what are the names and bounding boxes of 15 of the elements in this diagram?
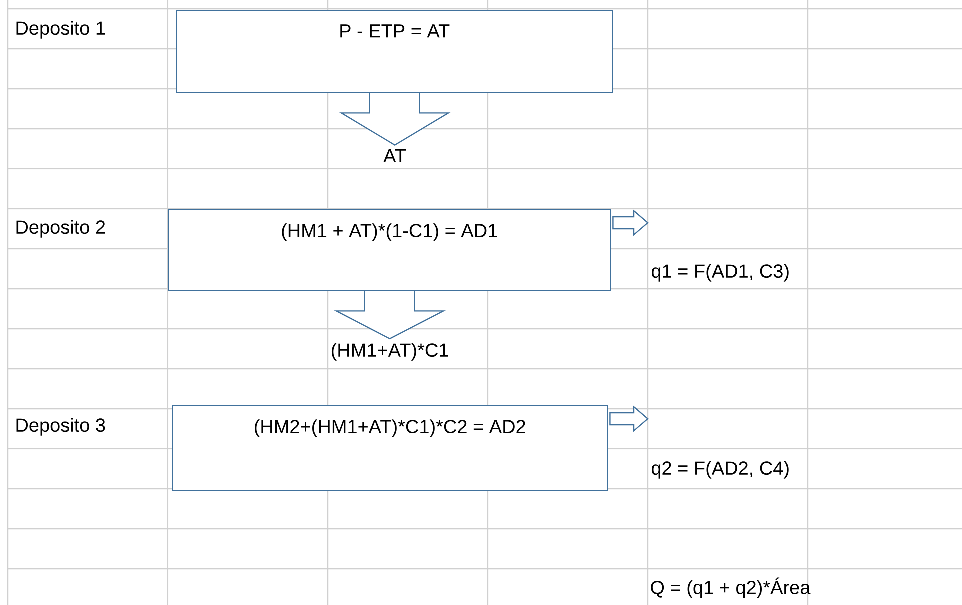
block-arrow (339, 92, 451, 146)
result-text: AT (384, 149, 406, 163)
result-text: q2 = F(AD2, C4) (652, 461, 789, 479)
block-arrow (610, 406, 649, 432)
block-arrow (334, 290, 446, 340)
process-box: (HM1 + AT)*(1-C1) = AD1 (168, 209, 612, 292)
result-text: q1 = F(AD1, C3) (652, 264, 789, 282)
cell-text: Q = (q1 + q2)*Área (651, 578, 811, 598)
result-text: (HM1+AT)*C1 (332, 343, 448, 361)
cell-text: Deposito 3 (16, 418, 106, 436)
process-box: P - ETP = AT (176, 10, 614, 94)
block-arrow (612, 210, 649, 236)
process-box: (HM2+(HM1+AT)*C1)*C2 = AD2 (172, 405, 608, 492)
cell-text: Deposito 2 (16, 220, 106, 238)
cell-text: Deposito 1 (16, 21, 106, 39)
